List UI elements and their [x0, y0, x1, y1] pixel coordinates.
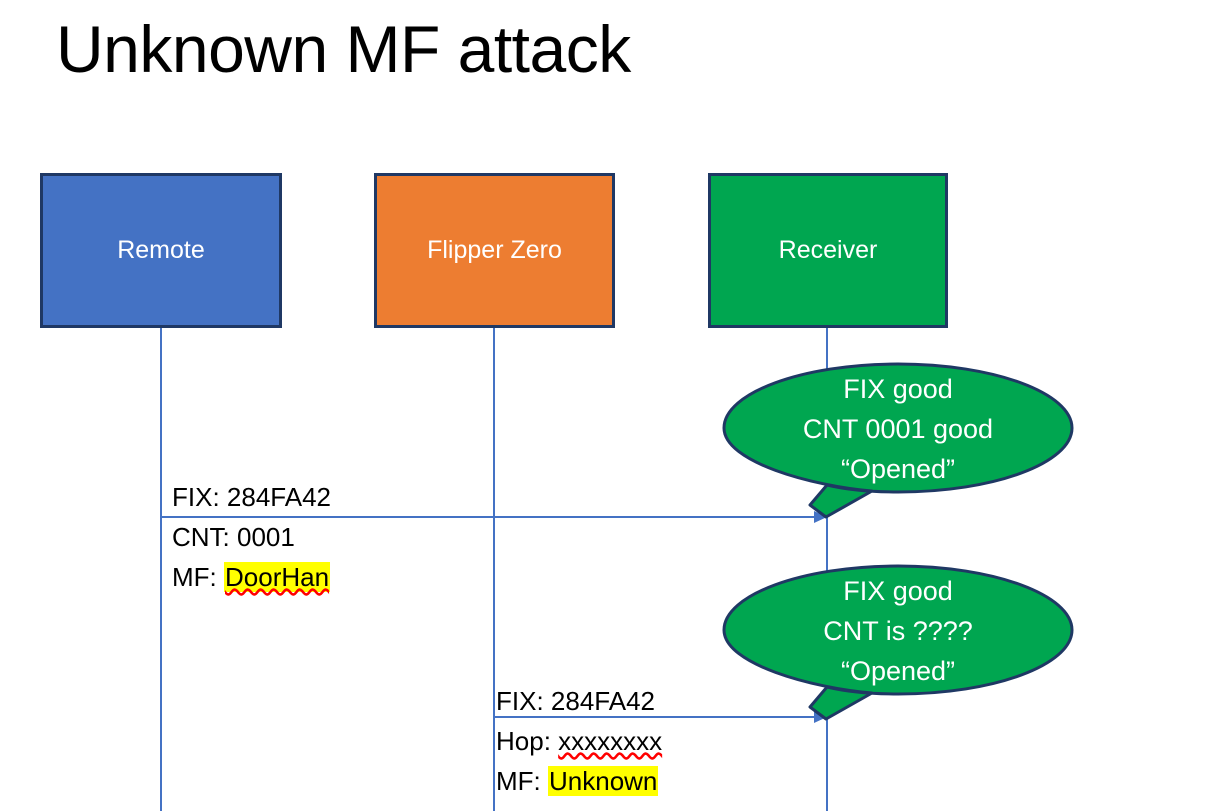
actor-box-receiver[interactable]: Receiver	[708, 173, 948, 328]
lifeline-flipper	[493, 328, 495, 811]
arrow-shaft	[161, 516, 814, 518]
mf-prefix: MF:	[172, 562, 224, 592]
message-label-remote-line3: MF: DoorHan	[172, 557, 331, 597]
message-label-flipper-line3: MF: Unknown	[496, 761, 662, 801]
actor-box-flipper[interactable]: Flipper Zero	[374, 173, 615, 328]
hop-prefix: Hop:	[496, 726, 559, 756]
speech-bubble-receiver-first: FIX good CNT 0001 good “Opened”	[722, 362, 1074, 520]
actor-label-receiver: Receiver	[778, 236, 878, 264]
mf-value-doorhan: DoorHan	[224, 562, 331, 592]
lifeline-remote	[160, 328, 162, 811]
hop-value: xxxxxxxx	[558, 726, 663, 756]
actor-box-remote[interactable]: Remote	[40, 173, 282, 328]
message-label-remote-rest: CNT: 0001 MF: DoorHan	[172, 517, 331, 597]
message-label-flipper-line1: FIX: 284FA42	[496, 686, 655, 716]
actor-label-remote: Remote	[117, 236, 205, 264]
actor-label-flipper: Flipper Zero	[427, 236, 562, 264]
page-title: Unknown MF attack	[56, 12, 631, 86]
speech-bubble-shape	[722, 564, 1074, 721]
lifeline-receiver	[826, 328, 828, 811]
mf-value-unknown: Unknown	[548, 766, 659, 796]
arrow-shaft	[494, 716, 814, 718]
message-label-remote-line2: CNT: 0001	[172, 522, 295, 552]
message-label-remote-line1: FIX: 284FA42	[172, 482, 331, 512]
speech-bubble-shape	[722, 362, 1074, 519]
message-label-flipper-line2: Hop: xxxxxxxx	[496, 721, 662, 761]
mf-prefix: MF:	[496, 766, 548, 796]
speech-bubble-receiver-second: FIX good CNT is ???? “Opened”	[722, 564, 1074, 722]
message-label-flipper-rest: Hop: xxxxxxxx MF: Unknown	[496, 721, 662, 801]
